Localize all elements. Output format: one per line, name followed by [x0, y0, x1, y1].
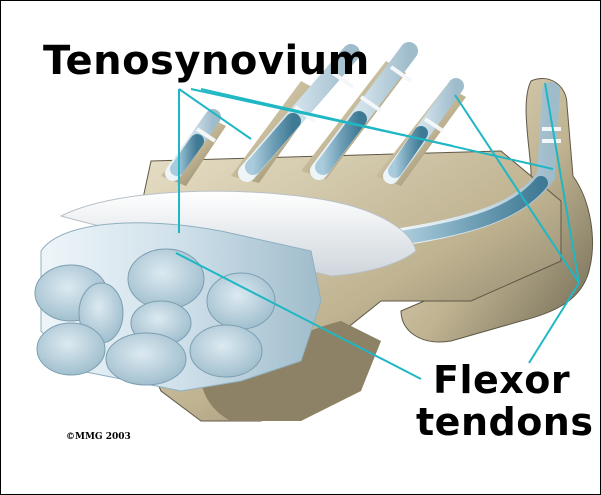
- copyright-notice: ©MMG 2003: [66, 432, 131, 442]
- flexor-label-line2: tendons: [416, 403, 593, 441]
- tendon-end-3: [128, 249, 204, 309]
- tendon-end-7: [106, 333, 186, 385]
- flexor-label-line1: Flexor: [433, 361, 570, 399]
- flexor-tendon-bundle: [35, 223, 321, 391]
- tendon-end-8: [190, 325, 262, 377]
- tendon-end-4: [207, 273, 275, 329]
- tenosynovium-label: Tenosynovium: [43, 41, 370, 81]
- tendon-end-6: [37, 323, 105, 375]
